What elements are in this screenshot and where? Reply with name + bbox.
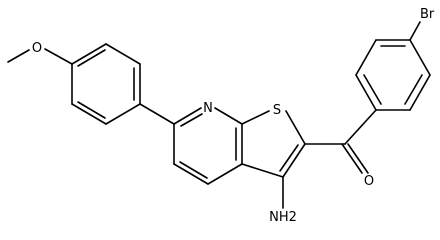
bond-py-5-inner (179, 161, 208, 179)
bond-bp-2 (409, 74, 431, 111)
bond-aryl-pyridine (139, 103, 175, 125)
atom-label-s-thiophene: S (273, 103, 281, 118)
bond-c-o-2 (347, 143, 369, 174)
atom-label-nh2: NH2 (269, 210, 297, 225)
atom-label-n-pyridine: N (203, 101, 213, 116)
bond-th-3 (282, 143, 306, 178)
atom-label-br: Br (420, 7, 435, 22)
bond-py-4 (207, 163, 243, 185)
bond-py-2 (214, 107, 243, 125)
bond-ch3-o (7, 49, 30, 63)
bond-mp-5 (71, 103, 107, 125)
molecule-structure: O N S Br O NH2 (7, 7, 435, 225)
bond-o-aryl (44, 48, 73, 65)
bond-mp-1 (71, 43, 107, 65)
atom-label-o-carbonyl: O (364, 174, 374, 189)
bond-th-3-inner (279, 144, 299, 172)
bond-bp-2-inner (404, 74, 423, 105)
bond-c-o-1 (341, 143, 363, 174)
bond-bp-6 (355, 74, 377, 111)
bond-bp-5 (355, 39, 377, 76)
bond-c-br (409, 21, 421, 41)
bond-carbonyl-aryl (344, 109, 377, 145)
bond-bp-6-inner (363, 74, 382, 105)
bonds (7, 21, 431, 209)
bond-bp-3 (409, 39, 431, 76)
bond-py-1-inner (180, 113, 203, 127)
atom-labels: O N S Br O NH2 (32, 7, 435, 225)
bond-mp-5-inner (77, 101, 106, 119)
bond-mp-4 (105, 103, 141, 125)
bond-py-5 (173, 163, 209, 185)
bond-th-1 (241, 110, 270, 125)
atom-label-o-methoxy: O (32, 41, 42, 56)
bond-th-2 (285, 110, 306, 145)
bond-th-4 (241, 163, 284, 178)
bond-mp-1-inner (77, 49, 106, 67)
bond-mp-2 (105, 43, 141, 65)
bond-py-1 (173, 107, 202, 125)
